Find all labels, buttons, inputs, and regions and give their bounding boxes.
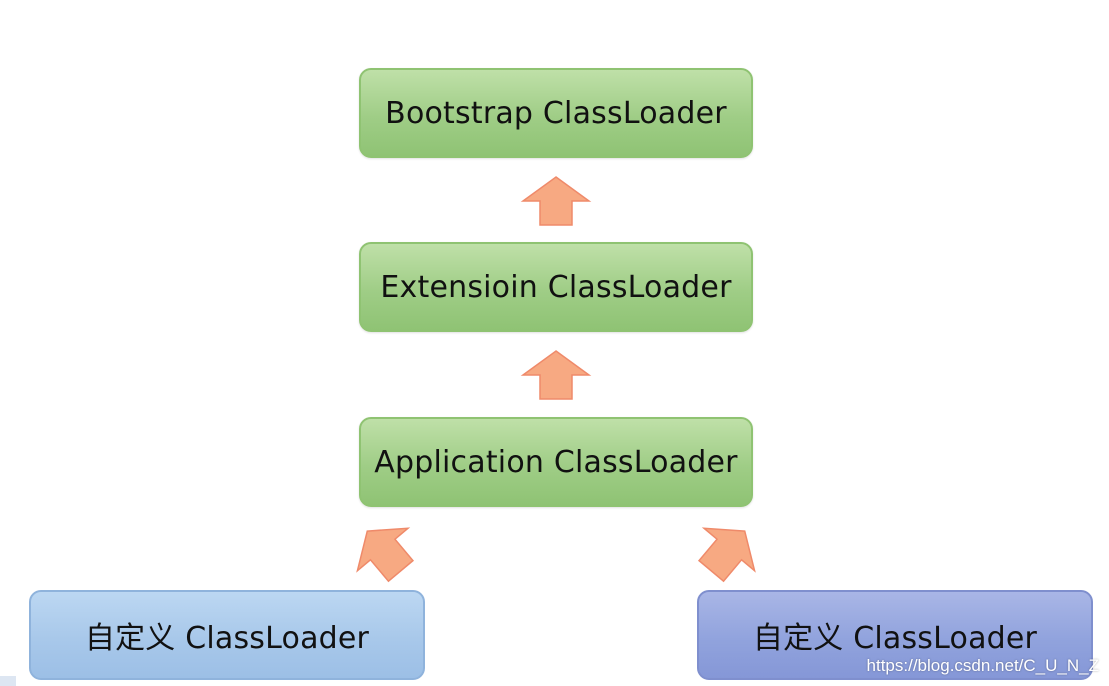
custom-classloader-label-right: 自定义 ClassLoader	[752, 621, 1038, 656]
custom-classloader-node-left: 自定义 ClassLoader	[29, 590, 425, 680]
bootstrap-classloader-label: Bootstrap ClassLoader	[385, 95, 727, 131]
arrow-custom-left-to-application	[356, 527, 415, 583]
custom-classloader-label-left: 自定义 ClassLoader	[84, 621, 370, 656]
watermark-text: https://blog.csdn.net/C_U_N_Z	[866, 656, 1099, 675]
extension-classloader-label: Extensioin ClassLoader	[380, 269, 732, 305]
application-classloader-node: Application ClassLoader	[359, 417, 753, 507]
bootstrap-classloader-node: Bootstrap ClassLoader	[359, 68, 753, 158]
custom-classloader-node-right: 自定义 ClassLoader	[697, 590, 1093, 680]
arrow-custom-right-to-application	[697, 527, 756, 583]
arrow-extension-to-bootstrap	[520, 176, 592, 226]
corner-mark	[0, 676, 16, 686]
extension-classloader-node: Extensioin ClassLoader	[359, 242, 753, 332]
application-classloader-label: Application ClassLoader	[374, 444, 738, 480]
arrow-application-to-extension	[520, 350, 592, 400]
